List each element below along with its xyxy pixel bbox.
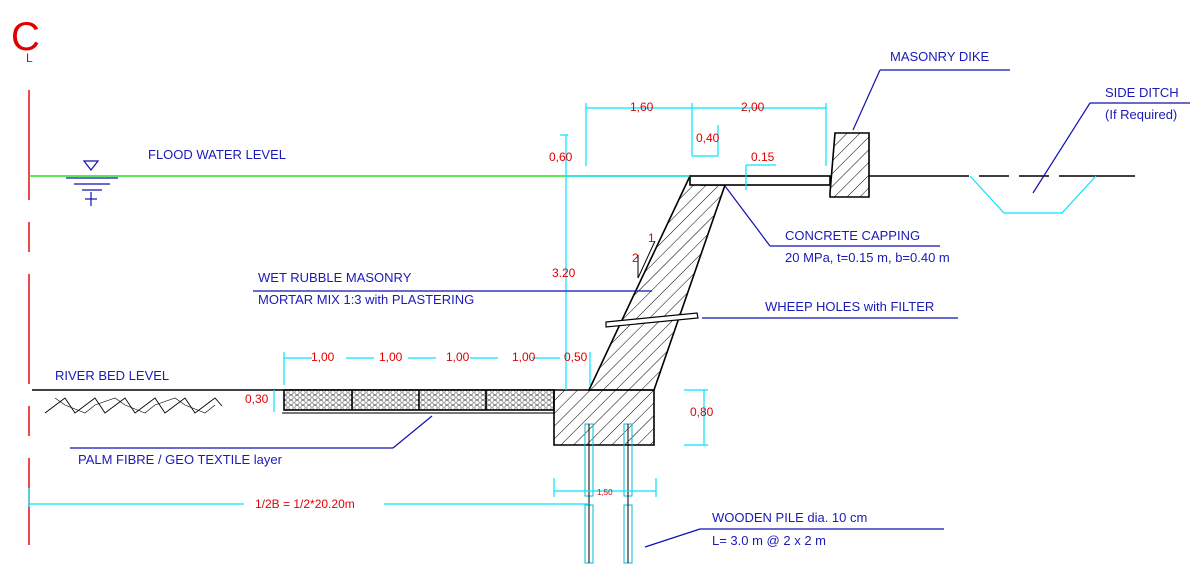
water-level-icon (82, 160, 100, 171)
wheep-holes-label: WHEEP HOLES with FILTER (765, 299, 934, 314)
wooden-pile-spec: L= 3.0 m @ 2 x 2 m (712, 533, 826, 548)
dim-1-50: 1,50 (597, 488, 613, 497)
dim-mat-1: 1,00 (311, 350, 335, 364)
concrete-capping-label: CONCRETE CAPPING (785, 228, 920, 243)
river-bed-level-label: RIVER BED LEVEL (55, 368, 169, 383)
concrete-capping-spec: 20 MPa, t=0.15 m, b=0.40 m (785, 250, 950, 265)
dim-0-60: 0,60 (549, 150, 573, 164)
dim-0-30: 0,30 (245, 392, 269, 406)
flood-water-level-label: FLOOD WATER LEVEL (148, 147, 286, 162)
side-ditch-label: SIDE DITCH (1105, 85, 1179, 100)
mattress (282, 389, 555, 414)
centerline: C L (11, 15, 40, 545)
retaining-wall (553, 132, 1135, 446)
dim-0-80: 0,80 (690, 405, 714, 419)
palm-fibre-label: PALM FIBRE / GEO TEXTILE layer (78, 452, 283, 467)
annotations: MASONRY DIKE SIDE DITCH (If Required) CO… (70, 49, 1190, 548)
dim-mat-4: 1,00 (512, 350, 536, 364)
dimension-lines (28, 103, 827, 507)
wooden-pile-label: WOODEN PILE dia. 10 cm (712, 510, 867, 525)
soil-hatch-2 (54, 397, 216, 414)
dim-0-50: 0,50 (564, 350, 588, 364)
dim-mat-2: 1,00 (379, 350, 403, 364)
side-ditch-shape (969, 175, 1097, 214)
wet-rubble-masonry-label: WET RUBBLE MASONRY (258, 270, 412, 285)
dim-mat-3: 1,00 (446, 350, 470, 364)
wheep-hole (605, 312, 699, 328)
centerline-subscript: L (26, 51, 33, 65)
dim-3-20: 3.20 (552, 266, 576, 280)
masonry-wall (587, 174, 727, 391)
dim-0-15: 0.15 (751, 150, 775, 164)
wooden-piles (584, 423, 633, 564)
soil-hatch (44, 397, 223, 414)
dim-1-60: 1,60 (630, 100, 654, 114)
concrete-capping (689, 175, 831, 186)
side-ditch-note: (If Required) (1105, 107, 1177, 122)
mortar-mix-label: MORTAR MIX 1:3 with PLASTERING (258, 292, 474, 307)
wall-footing (553, 389, 655, 446)
dim-half-width: 1/2B = 1/2*20.20m (255, 497, 355, 511)
slope-2: 2 (632, 251, 639, 265)
masonry-dike-shape (829, 132, 870, 198)
masonry-dike-label: MASONRY DIKE (890, 49, 990, 64)
dim-2-00: 2,00 (741, 100, 765, 114)
slope-1: 1 (648, 231, 655, 245)
centerline-symbol: C (11, 15, 40, 59)
dim-0-40: 0,40 (696, 131, 720, 145)
